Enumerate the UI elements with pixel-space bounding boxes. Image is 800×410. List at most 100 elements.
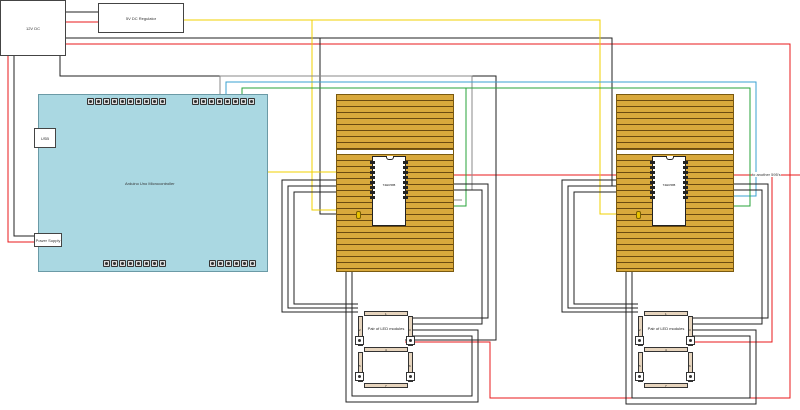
header-pin — [159, 98, 166, 105]
next-shift-register-label: to another 595's — [752, 172, 781, 177]
stripboard-gap — [337, 149, 453, 155]
header-pin — [217, 260, 224, 267]
wire-black — [62, 37, 613, 186]
capacitor-1 — [356, 211, 361, 219]
capacitor-2 — [636, 211, 641, 219]
usb-label: USB — [40, 135, 50, 141]
header-pin — [200, 98, 207, 105]
chip-label: 74HC595 — [662, 183, 676, 187]
header-pin — [248, 98, 255, 105]
segment — [364, 311, 408, 316]
segment — [364, 383, 408, 388]
header-pin — [209, 260, 216, 267]
segment — [408, 316, 413, 346]
segment-number: 5 — [639, 364, 641, 368]
led-dot — [635, 372, 644, 381]
arduino-label: Arduino Uno Microcontroller — [125, 181, 175, 186]
segment-number: 4 — [385, 348, 387, 352]
segment-number: 1 — [665, 312, 667, 316]
header-top-right — [192, 98, 255, 105]
segment-number: 5 — [359, 364, 361, 368]
header-pin — [159, 260, 166, 267]
wire-black — [59, 56, 497, 341]
led-dot — [686, 372, 695, 381]
led-module-2-label: Pair of LED modules — [647, 326, 685, 331]
power-jack: Power Supply — [34, 233, 62, 247]
header-pin — [249, 260, 256, 267]
header-pin — [103, 98, 110, 105]
segment-number: 2 — [639, 328, 641, 332]
header-pin — [151, 98, 158, 105]
header-pin — [87, 98, 94, 105]
header-pin — [208, 98, 215, 105]
header-top-left — [87, 98, 166, 105]
header-pin — [232, 98, 239, 105]
segment — [408, 352, 413, 382]
wire-black — [13, 56, 36, 237]
header-pin — [143, 98, 150, 105]
header-pin — [151, 260, 158, 267]
segment-number: 2 — [359, 328, 361, 332]
segment-number: 3 — [689, 328, 691, 332]
header-pin — [127, 98, 134, 105]
segment — [644, 311, 688, 316]
segment — [688, 316, 693, 346]
wire-output — [567, 185, 646, 309]
header-pin — [127, 260, 134, 267]
dc-supply: 12V DC — [0, 0, 66, 56]
header-pin — [111, 98, 118, 105]
chip-label: 74HC595 — [382, 183, 396, 187]
header-pin — [95, 98, 102, 105]
header-pin — [135, 98, 142, 105]
wire-red — [405, 175, 791, 399]
shift-register-1: 74HC595 — [370, 156, 408, 226]
wire-output — [287, 185, 366, 309]
header-pin — [225, 260, 232, 267]
chip-pins-right — [403, 161, 408, 199]
segment — [638, 316, 643, 346]
segment-number: 7 — [385, 384, 387, 388]
header-pin — [103, 260, 110, 267]
regulator-label: 5V DC Regulator — [125, 15, 157, 21]
segment-number: 1 — [385, 312, 387, 316]
header-pin — [240, 98, 247, 105]
segment — [358, 316, 363, 346]
chip-notch — [666, 156, 674, 160]
header-pin — [119, 260, 126, 267]
led-dot — [635, 336, 644, 345]
chip-pins-right — [683, 161, 688, 199]
segment — [644, 383, 688, 388]
segment — [358, 352, 363, 382]
segment — [688, 352, 693, 382]
segment-number: 4 — [665, 348, 667, 352]
segment-number: 6 — [689, 364, 691, 368]
regulator: 5V DC Regulator — [98, 3, 184, 33]
header-pin — [216, 98, 223, 105]
wire-output — [293, 191, 366, 305]
header-pin — [192, 98, 199, 105]
usb-port: USB — [34, 128, 56, 148]
shift-register-2: 74HC595 — [650, 156, 688, 226]
led-dot — [355, 372, 364, 381]
header-pin — [111, 260, 118, 267]
led-dot — [406, 372, 415, 381]
wire-output — [561, 179, 646, 313]
led-dot — [406, 336, 415, 345]
segment — [364, 347, 408, 352]
led-dot — [686, 336, 695, 345]
segment — [644, 347, 688, 352]
header-pin — [233, 260, 240, 267]
led-module-1-label: Pair of LED modules — [367, 326, 405, 331]
chip-pins-left — [370, 161, 375, 199]
header-bottom-left — [103, 260, 166, 267]
header-pin — [143, 260, 150, 267]
chip-notch — [386, 156, 394, 160]
wire-output — [281, 179, 366, 313]
power-supply-label: Power Supply — [35, 237, 61, 243]
led-dot — [355, 336, 364, 345]
header-pin — [224, 98, 231, 105]
stripboard-gap — [617, 149, 733, 155]
wire-red — [62, 43, 791, 175]
segment-number: 6 — [409, 364, 411, 368]
